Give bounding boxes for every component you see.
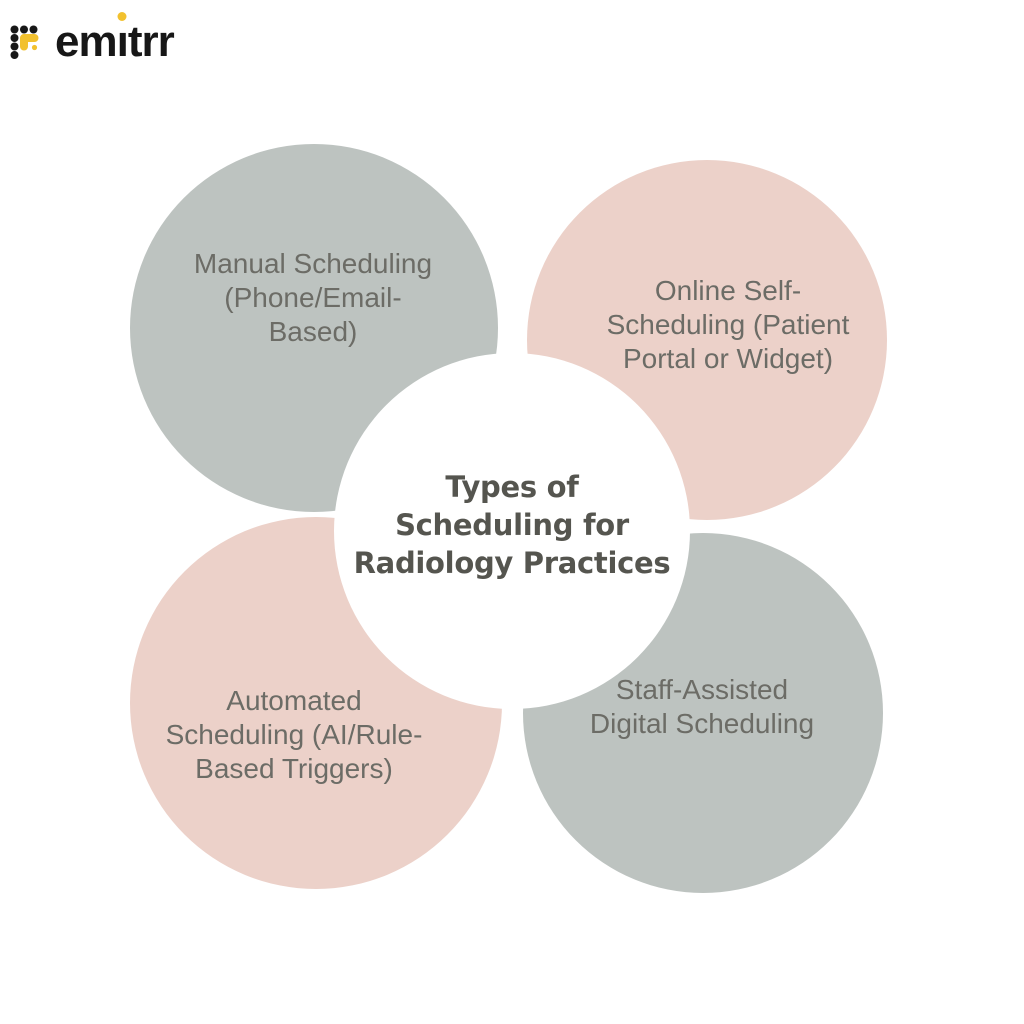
label-line: Based Triggers) [195, 753, 393, 784]
wordmark-post: trr [127, 17, 175, 66]
label-line: Automated [226, 685, 362, 716]
label-line: Manual Scheduling [193, 248, 433, 279]
title-line: Radiology Practices [353, 546, 671, 580]
center-circle [334, 353, 690, 709]
label-online-self-scheduling: Online Self- Scheduling (Patient Portal … [607, 274, 850, 376]
label-line: Scheduling (Patient [606, 309, 850, 340]
label-line: Scheduling (AI/Rule- [165, 719, 423, 750]
label-line: Online Self- [654, 275, 802, 306]
label-staff-assisted-scheduling: Staff-Assisted Digital Scheduling [590, 673, 814, 741]
label-line: Portal or Widget) [622, 343, 834, 374]
wordmark-i: ı [116, 12, 129, 66]
label-line: (Phone/Email- [224, 282, 402, 313]
wordmark-i-stem: ı [116, 17, 129, 66]
diagram-title: Types of Scheduling for Radiology Practi… [354, 468, 671, 582]
emitrr-dots-icon [10, 25, 39, 59]
label-manual-scheduling: Manual Scheduling (Phone/Email- Based) [194, 247, 432, 349]
yellow-i-dot-icon [117, 12, 127, 21]
title-line: Scheduling for [395, 508, 629, 542]
label-line: Digital Scheduling [589, 708, 815, 739]
label-automated-scheduling: Automated Scheduling (AI/Rule- Based Tri… [166, 684, 423, 786]
label-line: Based) [268, 316, 358, 347]
wordmark-pre: em [55, 17, 118, 66]
label-line: Staff-Assisted [615, 674, 789, 705]
title-line: Types of [445, 470, 579, 504]
